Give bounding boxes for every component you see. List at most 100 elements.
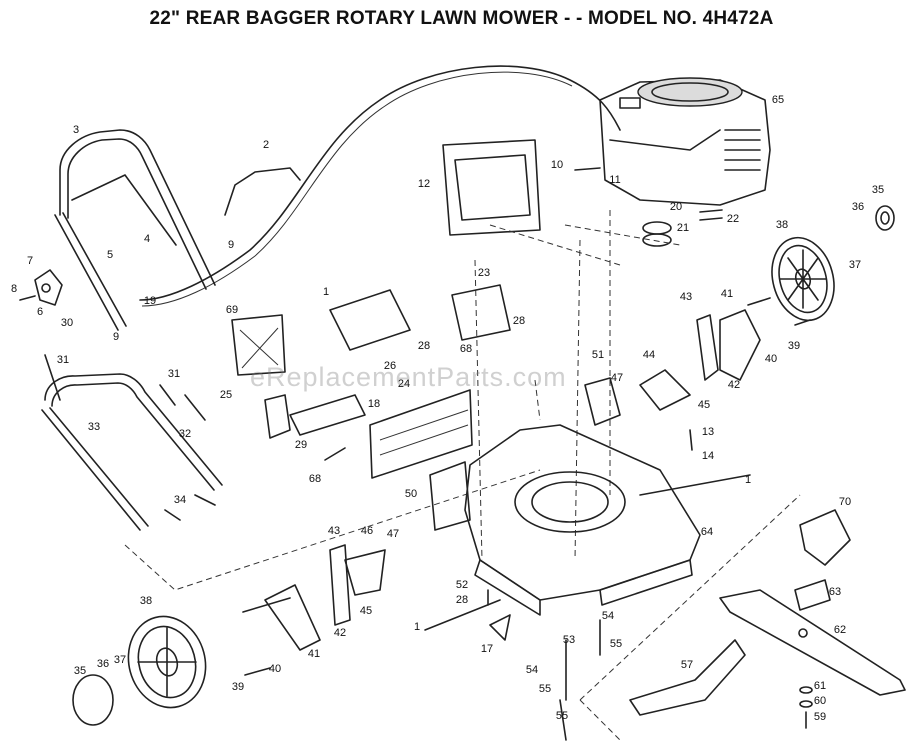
part-callout: 9 <box>113 331 119 343</box>
right-hubcap <box>875 205 895 231</box>
part-callout: 42 <box>334 627 346 639</box>
part-callout: 11 <box>609 174 620 186</box>
part-callout: 37 <box>114 654 126 666</box>
part-callout: 19 <box>144 295 156 307</box>
part-callout: 41 <box>308 648 320 660</box>
baffle-plate <box>369 389 473 479</box>
part-callout: 7 <box>27 255 33 267</box>
lower-handle <box>44 373 223 486</box>
part-callout: 54 <box>602 610 614 622</box>
part-callout: 23 <box>478 267 490 279</box>
part-callout: 10 <box>551 159 563 171</box>
part-callout: 43 <box>680 291 692 303</box>
engine-control-lever <box>34 269 63 306</box>
diagram-title: 22" REAR BAGGER ROTARY LAWN MOWER - - MO… <box>149 8 774 29</box>
left-hubcap <box>72 674 114 726</box>
part-callout: 8 <box>11 283 17 295</box>
part-callout: 68 <box>309 473 321 485</box>
part-callout: 24 <box>398 378 410 390</box>
height-adjuster-left <box>264 584 321 651</box>
part-callout: 43 <box>328 525 340 537</box>
part-callout: 9 <box>228 239 234 251</box>
part-callout: 25 <box>220 389 232 401</box>
part-callout: 1 <box>323 286 329 298</box>
part-callout: 61 <box>814 680 826 692</box>
part-callout: 12 <box>418 178 430 190</box>
engine-pulley <box>642 221 672 235</box>
part-callout: 65 <box>772 94 784 106</box>
mower-deck <box>464 424 701 616</box>
part-callout: 14 <box>702 450 714 462</box>
part-callout: 63 <box>829 586 841 598</box>
right-rear-wheel <box>771 236 835 322</box>
part-callout: 33 <box>88 421 100 433</box>
part-callout: 28 <box>456 594 468 606</box>
part-callout: 1 <box>414 621 420 633</box>
part-callout: 28 <box>418 340 430 352</box>
part-callout: 20 <box>670 201 682 213</box>
part-callout: 55 <box>610 638 622 650</box>
control-bail <box>224 167 301 216</box>
part-callout: 2 <box>263 139 269 151</box>
part-callout: 70 <box>839 496 851 508</box>
part-callout: 36 <box>97 658 109 670</box>
warning-label <box>231 314 286 376</box>
part-callout: 21 <box>677 222 689 234</box>
part-callout: 45 <box>360 605 372 617</box>
part-callout: 39 <box>788 340 800 352</box>
part-callout: 42 <box>728 379 740 391</box>
part-callout: 5 <box>107 249 113 261</box>
part-callout: 38 <box>140 595 152 607</box>
part-callout: 38 <box>776 219 788 231</box>
part-callout: 50 <box>405 488 417 500</box>
part-callout: 59 <box>814 711 826 723</box>
part-callout: 26 <box>384 360 396 372</box>
part-callout: 6 <box>37 306 43 318</box>
rear-door-box <box>442 139 541 236</box>
part-callout: 57 <box>681 659 693 671</box>
part-callout: 45 <box>698 399 710 411</box>
part-callout: 47 <box>387 528 399 540</box>
part-callout: 34 <box>174 494 186 506</box>
part-callout: 44 <box>643 349 655 361</box>
part-callout: 17 <box>481 643 493 655</box>
part-callout: 37 <box>849 259 861 271</box>
part-callout: 64 <box>701 526 713 538</box>
part-callout: 29 <box>295 439 307 451</box>
part-callout: 35 <box>74 665 86 677</box>
part-callout: 52 <box>456 579 468 591</box>
part-callout: 4 <box>144 233 150 245</box>
throttle-cable <box>139 65 621 301</box>
part-callout: 36 <box>852 201 864 213</box>
part-callout: 40 <box>269 663 281 675</box>
upper-handle <box>59 129 216 286</box>
engine <box>599 77 771 206</box>
part-callout: 51 <box>592 349 604 361</box>
height-adjuster-right <box>719 309 761 381</box>
part-callout: 28 <box>513 315 525 327</box>
part-callout: 68 <box>460 343 472 355</box>
part-callout: 31 <box>57 354 69 366</box>
part-callout: 39 <box>232 681 244 693</box>
part-callout: 41 <box>721 288 733 300</box>
part-callout: 30 <box>61 317 73 329</box>
part-callout: 69 <box>226 304 238 316</box>
part-callout: 54 <box>526 664 538 676</box>
part-callout: 13 <box>702 426 714 438</box>
skirt-shield <box>629 639 746 716</box>
part-callout: 1 <box>745 474 751 486</box>
part-callout: 60 <box>814 695 826 707</box>
part-callout: 46 <box>361 525 373 537</box>
part-callout: 22 <box>727 213 739 225</box>
part-callout: 53 <box>563 634 575 646</box>
part-callout: 3 <box>73 124 79 136</box>
blade <box>719 589 906 696</box>
part-callout: 47 <box>611 372 623 384</box>
part-callout: 55 <box>556 710 568 722</box>
part-callout: 31 <box>168 368 180 380</box>
part-callout: 40 <box>765 353 777 365</box>
watermark: eReplacementParts.com <box>250 362 567 392</box>
part-callout: 18 <box>368 398 380 410</box>
left-front-wheel <box>127 615 207 709</box>
